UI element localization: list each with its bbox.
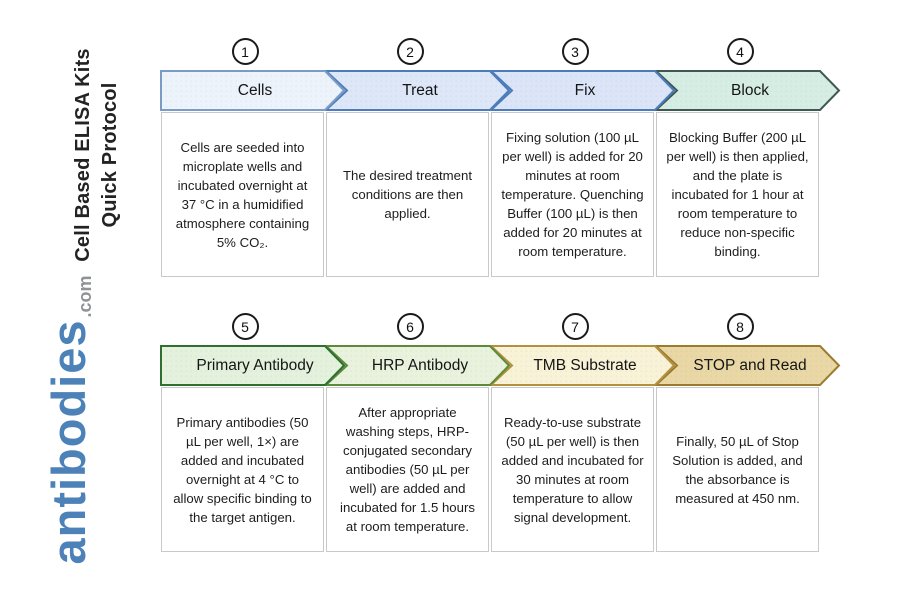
step-description-box: Finally, 50 µL of Stop Solution is added… [656,387,819,552]
step-description: Finally, 50 µL of Stop Solution is added… [672,433,803,506]
arrow-chevron-shape [655,345,841,386]
step-number-circle: 3 [561,38,589,65]
step-description-box: Blocking Buffer (200 µL per well) is the… [656,112,819,277]
protocol-step: 2 Treat The desired treatment conditions… [325,38,515,308]
step-number-circle: 1 [231,38,259,65]
step-description: Fixing solution (100 µL per well) is add… [501,130,644,259]
protocol-step: 5 Primary Antibody Primary antibodies (5… [160,313,350,583]
step-number-area: 1 [160,38,330,65]
arrow-chevron-shape [655,70,841,111]
step-label: Fix [574,81,596,99]
step-label: STOP and Read [693,356,807,374]
step-description: Cells are seeded into microplate wells a… [175,139,310,250]
step-number-circle: 5 [231,313,259,340]
step-arrow: STOP and Read [655,345,845,386]
brand-name: antibodies [42,319,95,565]
step-label: TMB Substrate [533,356,637,374]
step-description: Ready-to-use substrate (50 µL per well) … [501,414,644,525]
step-number-area: 5 [160,313,330,340]
step-number: 2 [406,43,414,60]
step-number-area: 4 [655,38,825,65]
step-label: Treat [402,81,438,99]
step-description-box: After appropriate washing steps, HRP-con… [326,387,489,552]
step-description: Primary antibodies (50 µL per well, 1×) … [173,414,312,525]
step-description-box: The desired treatment conditions are the… [326,112,489,277]
step-arrow: Fix [490,70,680,111]
step-arrow: Block [655,70,845,111]
step-arrow: Cells [160,70,350,111]
arrow-chevron-shape [160,70,346,111]
arrow-chevron-shape [325,70,511,111]
step-number-area: 2 [325,38,495,65]
arrow-chevron-shape [325,345,511,386]
step-number-area: 8 [655,313,825,340]
step-number: 6 [406,318,414,335]
page-title: Cell Based ELISA Kits Quick Protocol [70,35,130,275]
step-number: 8 [736,318,744,335]
step-label: Primary Antibody [196,356,314,374]
step-description-box: Ready-to-use substrate (50 µL per well) … [491,387,654,552]
step-description-box: Primary antibodies (50 µL per well, 1×) … [161,387,324,552]
step-number-area: 3 [490,38,660,65]
step-number-circle: 6 [396,313,424,340]
protocol-step: 8 STOP and Read Finally, 50 µL of Stop S… [655,313,845,583]
brand-tld: .com [75,275,95,318]
arrow-chevron-shape [490,70,676,111]
step-number: 5 [241,318,249,335]
page-title-line-1: Cell Based ELISA Kits [72,48,94,262]
step-label: HRP Antibody [371,356,469,374]
step-number: 3 [571,43,579,60]
page-title-line-2: Quick Protocol [99,82,121,228]
brand-logo: antibodies .com [41,270,149,570]
step-label: Block [731,81,769,99]
step-number-circle: 2 [396,38,424,65]
step-arrow: Treat [325,70,515,111]
arrow-chevron-shape [490,345,676,386]
step-arrow: HRP Antibody [325,345,515,386]
protocol-step: 3 Fix Fixing solution (100 µL per well) … [490,38,680,308]
step-number: 7 [571,318,579,335]
step-number-circle: 4 [726,38,754,65]
protocol-step: 7 TMB Substrate Ready-to-use substrate (… [490,313,680,583]
step-description-box: Cells are seeded into microplate wells a… [161,112,324,277]
step-arrow: Primary Antibody [160,345,350,386]
step-description: After appropriate washing steps, HRP-con… [340,405,475,534]
step-description: The desired treatment conditions are the… [342,168,472,221]
step-number: 4 [736,43,744,60]
step-label: Cells [237,81,273,99]
arrow-chevron-shape [160,345,346,386]
step-description-box: Fixing solution (100 µL per well) is add… [491,112,654,277]
step-number-circle: 8 [726,313,754,340]
protocol-step: 6 HRP Antibody After appropriate washing… [325,313,515,583]
protocol-step: 1 Cells Cells are seeded into microplate… [160,38,350,308]
step-number-circle: 7 [561,313,589,340]
step-number-area: 7 [490,313,660,340]
step-number-area: 6 [325,313,495,340]
protocol-step: 4 Block Blocking Buffer (200 µL per well… [655,38,845,308]
step-arrow: TMB Substrate [490,345,680,386]
step-description: Blocking Buffer (200 µL per well) is the… [666,130,809,259]
step-number: 1 [241,43,249,60]
